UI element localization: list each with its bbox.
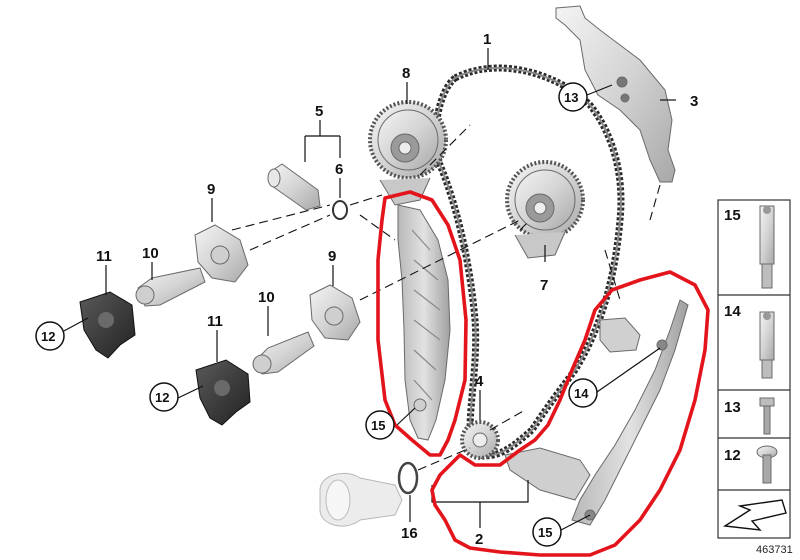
legend-number-15: 15 [724,207,741,224]
callout-4: 4 [475,373,484,390]
document-number: 463731 [756,544,793,556]
legend-pointer-icon [722,499,787,531]
highlight-outlines [376,190,710,557]
callout-15-right: 15 [538,525,552,540]
callout-5: 5 [315,103,323,120]
legend-number-14: 14 [724,303,741,320]
timing-chain [432,64,625,460]
callout-2: 2 [475,531,483,548]
legend-bolt [759,397,775,435]
callout-16: 16 [401,525,418,542]
callout-10-lower: 10 [258,289,275,306]
seal-ring [397,461,419,495]
actuator-lower [195,359,251,426]
callout-3: 3 [690,93,698,110]
assembly-lines [231,124,661,471]
callout-9-upper: 9 [207,181,215,198]
circled-callouts [35,82,598,547]
legend-number-13: 13 [724,399,741,416]
legend-screw [756,445,778,484]
solenoid-valve-upper [135,267,206,307]
legend-pin-long [759,205,775,289]
tensioner-bolt [267,163,321,211]
callout-11-lower: 11 [207,313,223,330]
callout-1: 1 [483,31,491,48]
rotor-lower [309,284,361,341]
sealing-ring [332,200,348,220]
tensioner-rail [397,204,451,441]
callout-12-upper: 12 [41,329,55,344]
legend-number-12: 12 [724,447,741,464]
slide-rail [504,299,689,526]
camshaft-sprocket-exhaust [505,160,585,259]
callout-10-upper: 10 [142,245,159,262]
crankshaft-hub [319,472,403,527]
callout-8: 8 [402,65,410,82]
callout-13: 13 [564,90,578,105]
callout-11-upper: 11 [96,248,112,265]
legend-pin-short [759,311,775,379]
solenoid-valve-lower [252,331,315,375]
parts-legend: 15 14 13 12 [717,199,791,539]
callout-15-left: 15 [371,418,385,433]
camshaft-sprocket-intake [368,100,448,206]
actuator-upper [79,291,136,359]
callout-7: 7 [540,277,548,294]
callout-14: 14 [574,386,589,401]
upper-guide-rail [555,5,676,183]
crankshaft-sprocket [460,420,500,460]
rotor-upper [194,224,249,283]
callout-12-lower: 12 [155,390,169,405]
callout-6: 6 [335,161,343,178]
callout-9-lower: 9 [328,248,336,265]
